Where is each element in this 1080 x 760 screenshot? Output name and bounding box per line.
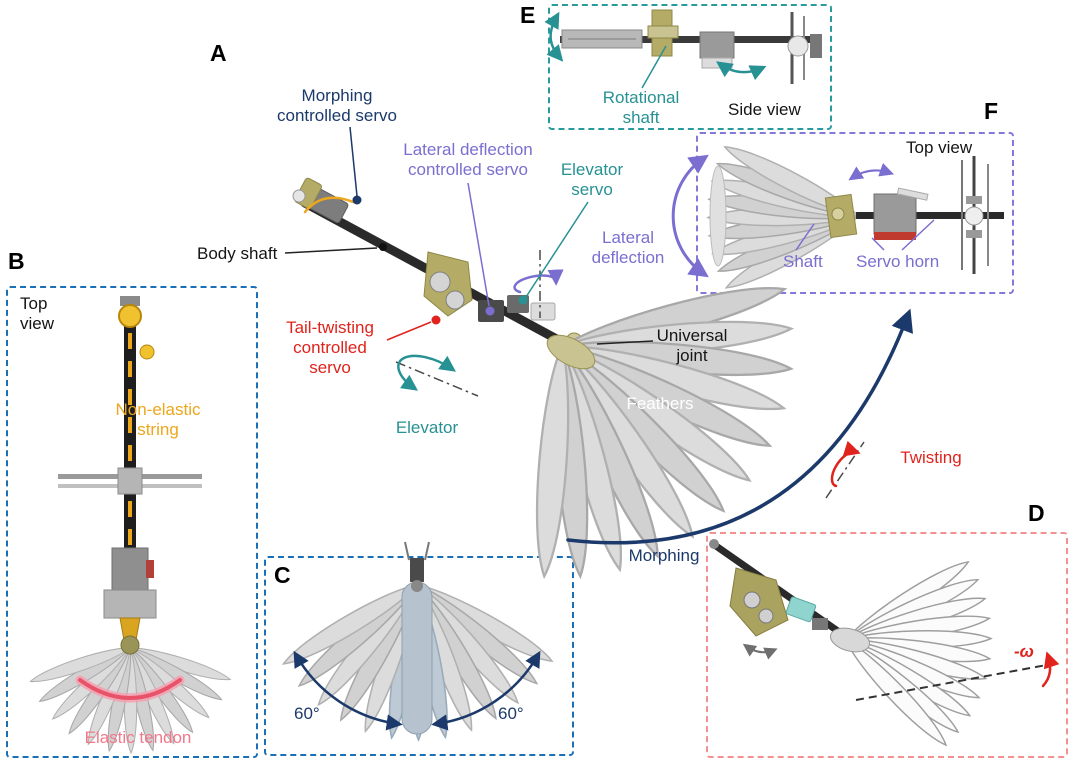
shaft-label: Shaft: [783, 252, 823, 271]
tail-twisting-servo-label: Tail-twisting controlled servo: [286, 318, 374, 378]
feathers-label: Feathers: [626, 394, 694, 413]
panel-d-render: [709, 539, 1060, 753]
panel-d-box: [706, 532, 1068, 758]
omega-label: -ω: [1014, 642, 1034, 661]
panel-b-view-label: Top view: [20, 294, 55, 334]
panel-e-box: [548, 4, 832, 130]
panel-d-letter: D: [1028, 500, 1045, 526]
elevator-servo-label: Elevator servo: [560, 160, 624, 200]
panel-b-render: [27, 296, 233, 754]
morphing-motion-label: Morphing: [628, 546, 700, 565]
panel-c-letter: C: [274, 562, 291, 588]
servo-horn-label: Servo horn: [856, 252, 940, 271]
panel-c-box: [264, 556, 574, 756]
panel-f-letter: F: [984, 98, 999, 124]
twisting-motion-label: Twisting: [900, 448, 962, 467]
panel-e-view-label: Side view: [728, 100, 801, 119]
rotational-shaft-label: Rotational shaft: [602, 88, 680, 128]
panel-b-letter: B: [8, 248, 25, 274]
universal-joint-label: Universal joint: [656, 326, 728, 366]
panel-e-letter: E: [520, 2, 536, 28]
panel-a-letter: A: [210, 40, 227, 66]
panel-e-render: [544, 9, 822, 89]
lateral-servo-label: Lateral deflection controlled servo: [403, 140, 533, 180]
elastic-tendon-label: Elastic tendon: [84, 728, 192, 747]
morphing-servo-label: Morphing controlled servo: [276, 86, 398, 126]
angle-right-label: 60°: [498, 704, 524, 723]
main-tail-render: [284, 126, 913, 579]
non-elastic-string-label: Non-elastic string: [115, 400, 201, 440]
lateral-deflection-label: Lateral deflection: [591, 228, 665, 268]
panel-f-render: [671, 137, 1004, 296]
angle-left-label: 60°: [294, 704, 320, 723]
panel-f-view-label: Top view: [906, 138, 973, 157]
panel-c-render: [277, 541, 557, 741]
elevator-motion-label: Elevator: [395, 418, 459, 437]
panel-b-box: [6, 286, 258, 758]
body-shaft-label: Body shaft: [197, 244, 278, 263]
